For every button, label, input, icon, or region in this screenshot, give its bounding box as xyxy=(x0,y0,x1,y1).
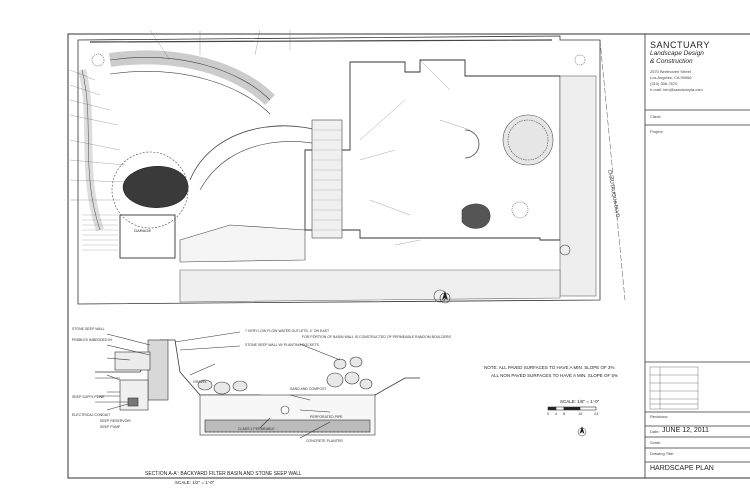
callout-seep-supply: SEEP SUPPLY LINE xyxy=(72,395,105,399)
note-paved: NOTE: ALL PAVED SURFACES TO HAVE A MIN. … xyxy=(484,365,615,370)
street-name: CHAUTAUQUA BLVD. xyxy=(606,169,621,219)
callout-seep-reservoir: SEEP RESERVOIR xyxy=(100,419,131,423)
callout-stone-seep-wall: STONE SEEP WALL xyxy=(72,327,105,331)
circular-patio xyxy=(502,114,554,166)
north-arrow xyxy=(439,291,451,304)
callout-basin-note: FOR PORTION OF BASIN WALL IS CONSTRUCTED… xyxy=(302,335,451,339)
revisions-table xyxy=(649,366,699,410)
section-scale: SCALE: 1/2" = 1'-0" xyxy=(175,480,215,485)
scale-bar-label: SCALE: 1/8" = 1'-0" xyxy=(560,399,600,404)
section-detail xyxy=(95,331,420,439)
callout-class2: CLASS II PERMEABLE xyxy=(238,427,275,431)
north-arrow-small xyxy=(577,426,587,437)
callout-electrical: ELECTRICAL CONDUIT xyxy=(72,413,111,417)
plan-leaders xyxy=(69,29,471,246)
date-label: Date: xyxy=(650,429,660,434)
scale-label: Scale: xyxy=(650,440,662,445)
garage-label: GARAGE xyxy=(134,228,151,233)
section-title: SECTION A-A': BACKYARD FILTER BASIN AND … xyxy=(145,471,302,477)
callout-pebbles: PEBBLES IMBEDDED IN xyxy=(72,338,112,342)
firm-address-2: Los Angeles, CA 90066 xyxy=(650,75,692,80)
firm-email: e-mail: info@sanctuaryla.com xyxy=(650,87,703,92)
firm-subtitle-1: Landscape Design xyxy=(650,50,704,57)
scale-tick-0: 0 xyxy=(547,411,550,416)
revisions-label: Revisions: xyxy=(650,414,669,419)
note-non-paved: ALL NON PAVED SURFACES TO HAVE A MIN. SL… xyxy=(491,373,618,378)
scale-tick-16: 16 xyxy=(578,411,583,416)
scale-tick-8: 8 xyxy=(563,411,566,416)
callout-sand-compost: SAND AND COMPOST xyxy=(290,387,327,391)
client-label: Client: xyxy=(650,114,662,119)
callout-gravel: GRAVEL xyxy=(193,380,207,384)
callout-perforated-pipe: PERFORATED PIPE xyxy=(310,415,343,419)
firm-name: SANCTUARY xyxy=(650,40,710,50)
drawing-title-label: Drawing Title: xyxy=(650,451,675,456)
firm-phone: (310) 306-7670 xyxy=(650,81,678,86)
scale-bar xyxy=(547,406,597,411)
sheet-border xyxy=(67,33,750,479)
date-value: JUNE 12, 2011 xyxy=(662,427,709,434)
project-label: Project: xyxy=(650,129,664,134)
callout-planting-pockets: STONE SEEP WALL W/ PLANTING POCKETS xyxy=(245,343,319,347)
scale-tick-4: 4 xyxy=(555,411,558,416)
site-plan xyxy=(77,35,626,305)
drawing-title-value: HARDSCAPE PLAN xyxy=(650,465,714,472)
scale-tick-24: 24 xyxy=(594,411,599,416)
callout-seep-pump: SEEP PUMP xyxy=(100,425,121,429)
garage-outline xyxy=(119,214,176,259)
firm-address-1: 2570 Beethoven Street xyxy=(650,69,691,74)
pond xyxy=(122,166,189,208)
callout-low-flow: 7 VERY LOW FLOW WATER OUTLETS, 4" ON EAS… xyxy=(245,329,330,333)
callout-concrete-planter: CONCRETE PLANTER xyxy=(306,439,343,443)
firm-subtitle-2: & Construction xyxy=(650,58,693,65)
title-block-frame xyxy=(644,33,750,479)
